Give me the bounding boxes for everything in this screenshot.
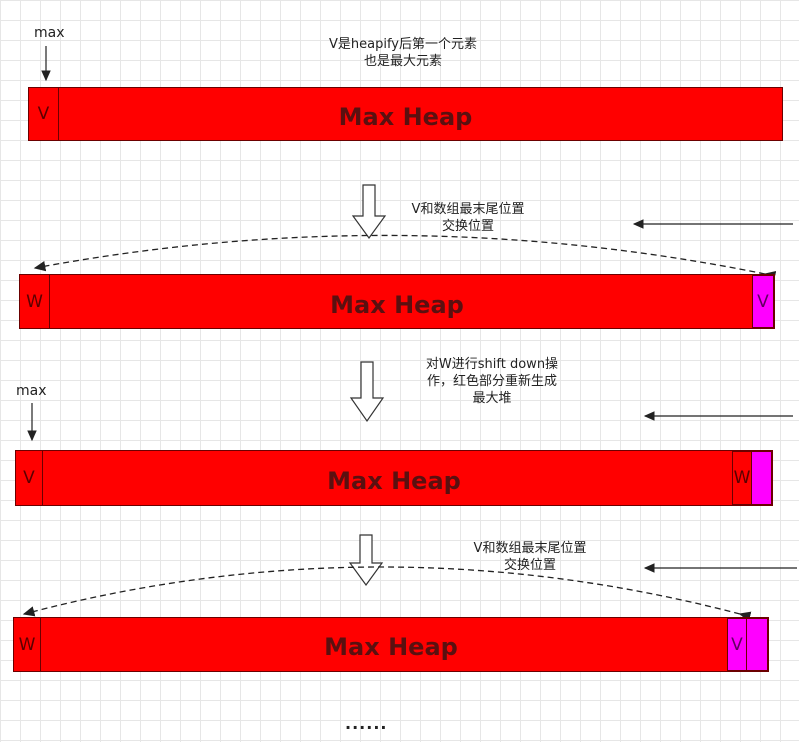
- cell-v: V: [29, 88, 59, 140]
- note-swap-1: V和数组最末尾位置 交换位置: [411, 202, 525, 234]
- note-heapify: V是heapify后第一个元素 也是最大元素: [328, 37, 477, 69]
- step-down-arrow-2: [349, 361, 385, 423]
- swap-arc-1: [33, 234, 777, 282]
- heap-label: Max Heap: [338, 103, 473, 131]
- cell-w: W: [732, 451, 752, 505]
- cell-v-sorted: V: [752, 275, 774, 328]
- cell-w: W: [14, 618, 41, 671]
- max-label-1: max: [34, 25, 65, 41]
- cell-v-sorted: [751, 451, 772, 505]
- max-heap-bar-2: W V Max Heap: [19, 274, 775, 329]
- max-heap-bar-4: W V Max Heap: [13, 617, 769, 672]
- swap-arc-2: [22, 566, 752, 622]
- step-down-arrow-3: [348, 534, 384, 587]
- heap-label: Max Heap: [327, 467, 461, 495]
- note-shift-down: 对W进行shift down操 作，红色部分重新生成 最大堆: [425, 357, 559, 406]
- ellipsis: ......: [345, 714, 388, 733]
- max-label-2: max: [16, 383, 47, 399]
- cell-v: V: [16, 451, 43, 505]
- max-heap-bar-3: V W Max Heap: [15, 450, 773, 506]
- max-heap-bar-1: V Max Heap: [28, 87, 783, 141]
- heap-label: Max Heap: [324, 633, 458, 661]
- cell-w: W: [20, 275, 50, 328]
- note-swap-2: V和数组最末尾位置 交换位置: [473, 541, 587, 573]
- step-down-arrow-1: [351, 184, 387, 240]
- cell-sorted: [746, 618, 768, 671]
- heap-label: Max Heap: [330, 291, 464, 319]
